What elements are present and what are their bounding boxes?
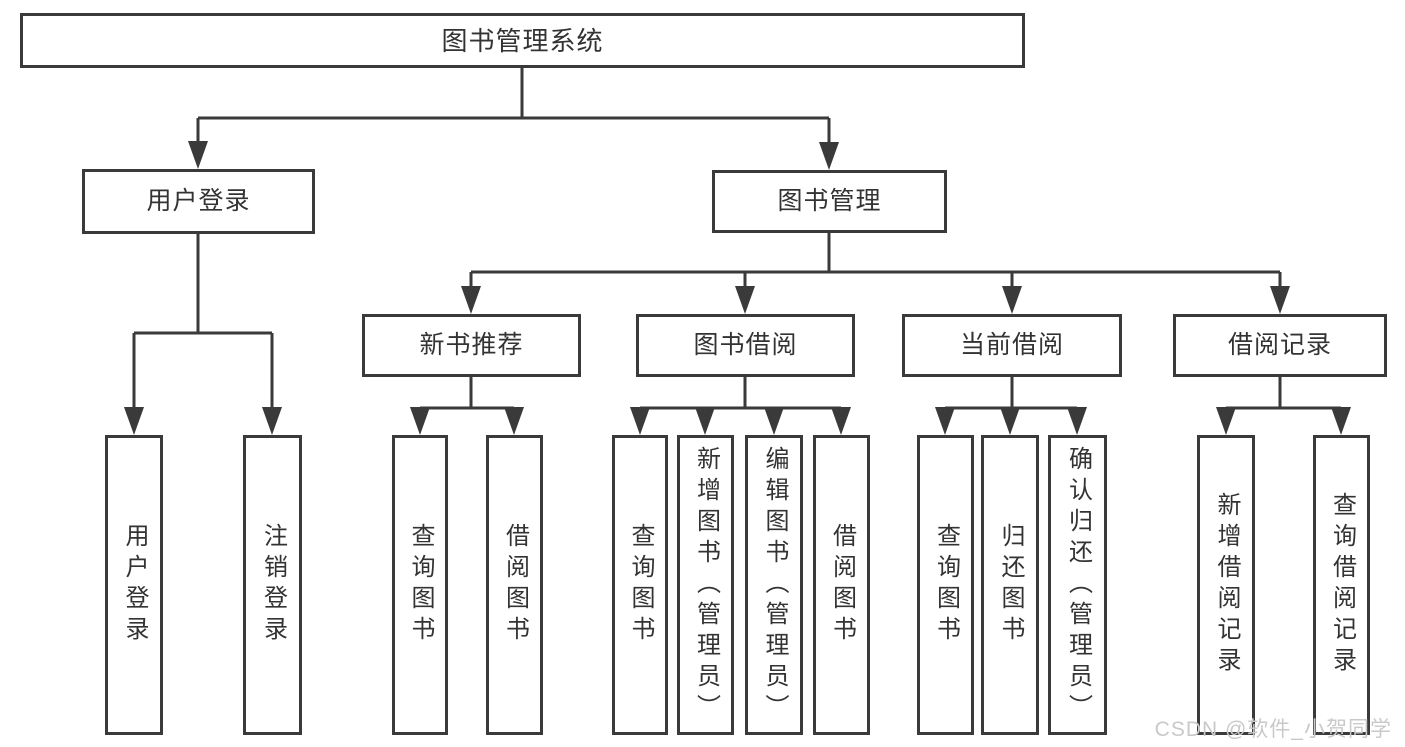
node-book-management: 图书管理 <box>712 170 947 233</box>
node-new-book-recommend: 新书推荐 <box>362 314 581 377</box>
leaf-query-books-2: 查询图书 <box>612 435 668 735</box>
leaf-add-borrow-record: 新增借阅记录 <box>1197 435 1255 735</box>
node-book-management-label: 图书管理 <box>777 187 882 215</box>
watermark: CSDN @软件_小贺同学 <box>1154 718 1392 741</box>
leaf-logout: 注销登录 <box>243 435 302 735</box>
node-current-borrowing-label: 当前借阅 <box>959 331 1064 359</box>
node-book-borrowing: 图书借阅 <box>636 314 855 377</box>
node-root-label: 图书管理系统 <box>441 25 604 56</box>
leaf-query-books-1: 查询图书 <box>392 435 448 735</box>
leaf-return-book: 归还图书 <box>981 435 1039 735</box>
node-user-login: 用户登录 <box>82 169 315 234</box>
leaf-borrow-books-1-label: 借阅图书 <box>501 523 529 647</box>
leaf-edit-book-admin-label: 编辑图书（管理员） <box>761 445 788 725</box>
leaf-query-books-3: 查询图书 <box>917 435 974 735</box>
leaf-query-books-1-label: 查询图书 <box>407 523 434 647</box>
leaf-edit-book-admin: 编辑图书（管理员） <box>745 435 803 735</box>
leaf-add-book-admin: 新增图书（管理员） <box>677 435 734 735</box>
node-user-login-label: 用户登录 <box>146 187 251 215</box>
node-current-borrowing: 当前借阅 <box>902 314 1122 377</box>
leaf-borrow-books-1: 借阅图书 <box>486 435 543 735</box>
node-root: 图书管理系统 <box>20 13 1025 68</box>
leaf-borrow-books-2: 借阅图书 <box>813 435 870 735</box>
leaf-logout-label: 注销登录 <box>259 523 287 647</box>
leaf-confirm-return-admin: 确认归还（管理员） <box>1048 435 1107 735</box>
leaf-query-books-3-label: 查询图书 <box>932 523 960 647</box>
leaf-query-borrow-record: 查询借阅记录 <box>1313 435 1370 735</box>
node-borrowing-records-label: 借阅记录 <box>1227 331 1332 359</box>
leaf-user-login-label: 用户登录 <box>121 523 148 647</box>
node-book-borrowing-label: 图书借阅 <box>693 331 798 359</box>
node-new-book-recommend-label: 新书推荐 <box>419 331 524 359</box>
leaf-add-borrow-record-label: 新增借阅记录 <box>1213 492 1240 678</box>
leaf-add-book-admin-label: 新增图书（管理员） <box>692 445 720 725</box>
leaf-query-borrow-record-label: 查询借阅记录 <box>1328 492 1356 678</box>
node-borrowing-records: 借阅记录 <box>1173 314 1387 377</box>
leaf-confirm-return-admin-label: 确认归还（管理员） <box>1064 445 1092 725</box>
leaf-borrow-books-2-label: 借阅图书 <box>828 523 856 647</box>
leaf-return-book-label: 归还图书 <box>997 523 1024 647</box>
leaf-user-login: 用户登录 <box>105 435 163 735</box>
leaf-query-books-2-label: 查询图书 <box>627 523 654 647</box>
